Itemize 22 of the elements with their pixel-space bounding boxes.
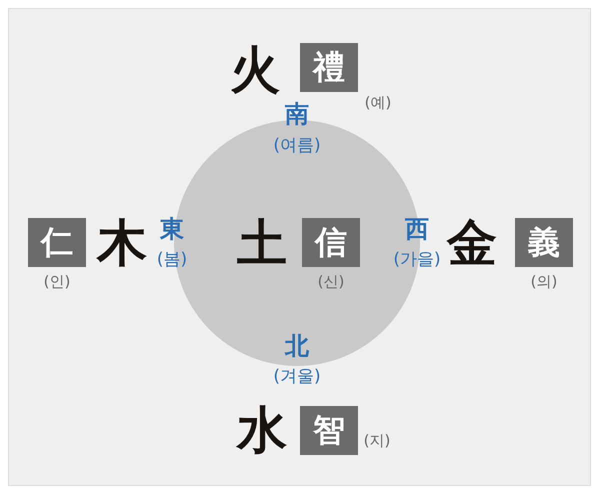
element-character: 金 (447, 218, 497, 268)
element-character: 火 (230, 45, 280, 95)
reading-label: (예) (364, 96, 392, 110)
reading-label: (의) (530, 274, 558, 290)
reading-label: (지) (364, 434, 390, 448)
direction-label: 南 (285, 102, 309, 126)
direction-label: 東 (160, 217, 184, 241)
season-label: (여름) (273, 138, 321, 154)
virtue-box: 禮 (300, 43, 358, 92)
season-label: (가을) (393, 252, 441, 268)
reading-label: (인) (44, 274, 70, 290)
direction-label: 北 (285, 334, 309, 358)
virtue-box: 智 (300, 406, 358, 455)
season-label: (겨울) (273, 368, 321, 386)
direction-label: 西 (405, 217, 429, 241)
element-character: 土 (237, 218, 287, 268)
virtue-box: 信 (302, 218, 360, 267)
virtue-box: 仁 (28, 218, 86, 267)
virtue-box: 義 (515, 218, 573, 267)
reading-label: (신) (318, 274, 344, 290)
season-label: (봄) (156, 252, 188, 268)
element-character: 水 (237, 405, 287, 455)
